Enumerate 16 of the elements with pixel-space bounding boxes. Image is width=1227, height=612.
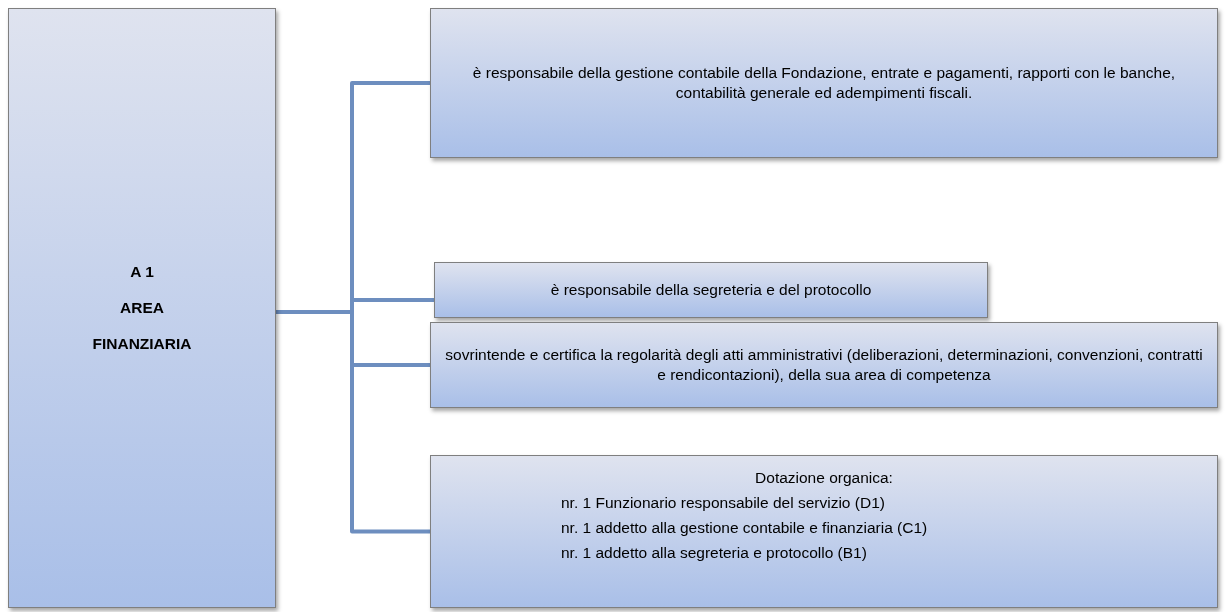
staff-item: nr. 1 addetto alla gestione contabile e finanziaria (C1) bbox=[561, 518, 928, 539]
text-box bbox=[434, 262, 988, 318]
text-box bbox=[430, 8, 1218, 158]
text-box bbox=[430, 322, 1218, 408]
heading: Dotazione organica: bbox=[755, 468, 893, 488]
connector-line bbox=[276, 310, 430, 534]
description: sovrintende e certifica la regolarità degli atti amministrativi (deliberazioni, determinazioni, convenzioni, contratti e rendicontazioni), della sua area di competenza bbox=[444, 344, 1204, 385]
text-box bbox=[8, 8, 276, 608]
staff-item: nr. 1 addetto alla segreteria e protocollo (B1) bbox=[561, 543, 867, 564]
text-box bbox=[430, 455, 1218, 608]
staff-item: nr. 1 Funzionario responsabile del servizio (D1) bbox=[561, 493, 885, 514]
area-title: A 1 bbox=[130, 261, 154, 282]
area-title: AREA bbox=[120, 297, 164, 318]
description: è responsabile della segreteria e del protocollo bbox=[550, 279, 872, 300]
area-title: FINANZIARIA bbox=[92, 334, 192, 355]
description: è responsabile della gestione contabile della Fondazione, entrate e pagamenti, rapporti con le banche, contabilità generale ed adempimenti fiscali. bbox=[471, 62, 1177, 103]
